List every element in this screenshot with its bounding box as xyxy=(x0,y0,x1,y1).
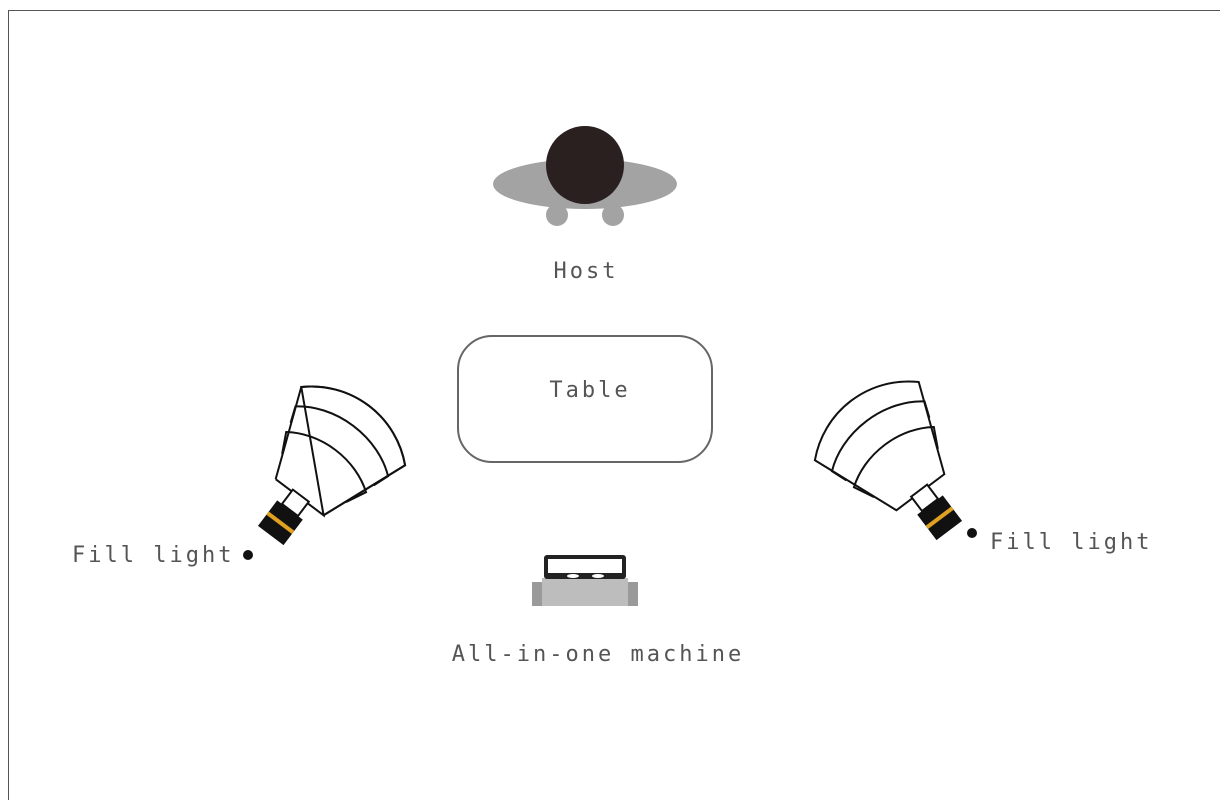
fill-light-right xyxy=(799,361,1001,569)
fill-light-right-label: Fill light xyxy=(990,530,1152,555)
fill-light-left xyxy=(219,366,421,574)
machine-base xyxy=(542,578,628,606)
machine-camera-left xyxy=(567,574,579,578)
host-label: Host xyxy=(554,259,619,284)
host-right-hand xyxy=(602,204,624,226)
fill-light-left-dot xyxy=(243,550,253,560)
machine-camera-right xyxy=(592,574,604,578)
host-head xyxy=(546,126,624,204)
host-left-hand xyxy=(546,204,568,226)
machine-label: All-in-one machine xyxy=(452,642,744,667)
fill-light-left-label: Fill light xyxy=(72,543,234,568)
fill-light-right-dot xyxy=(967,528,977,538)
table-label: Table xyxy=(549,378,630,403)
host-figure xyxy=(493,126,677,226)
all-in-one-machine xyxy=(532,556,638,606)
